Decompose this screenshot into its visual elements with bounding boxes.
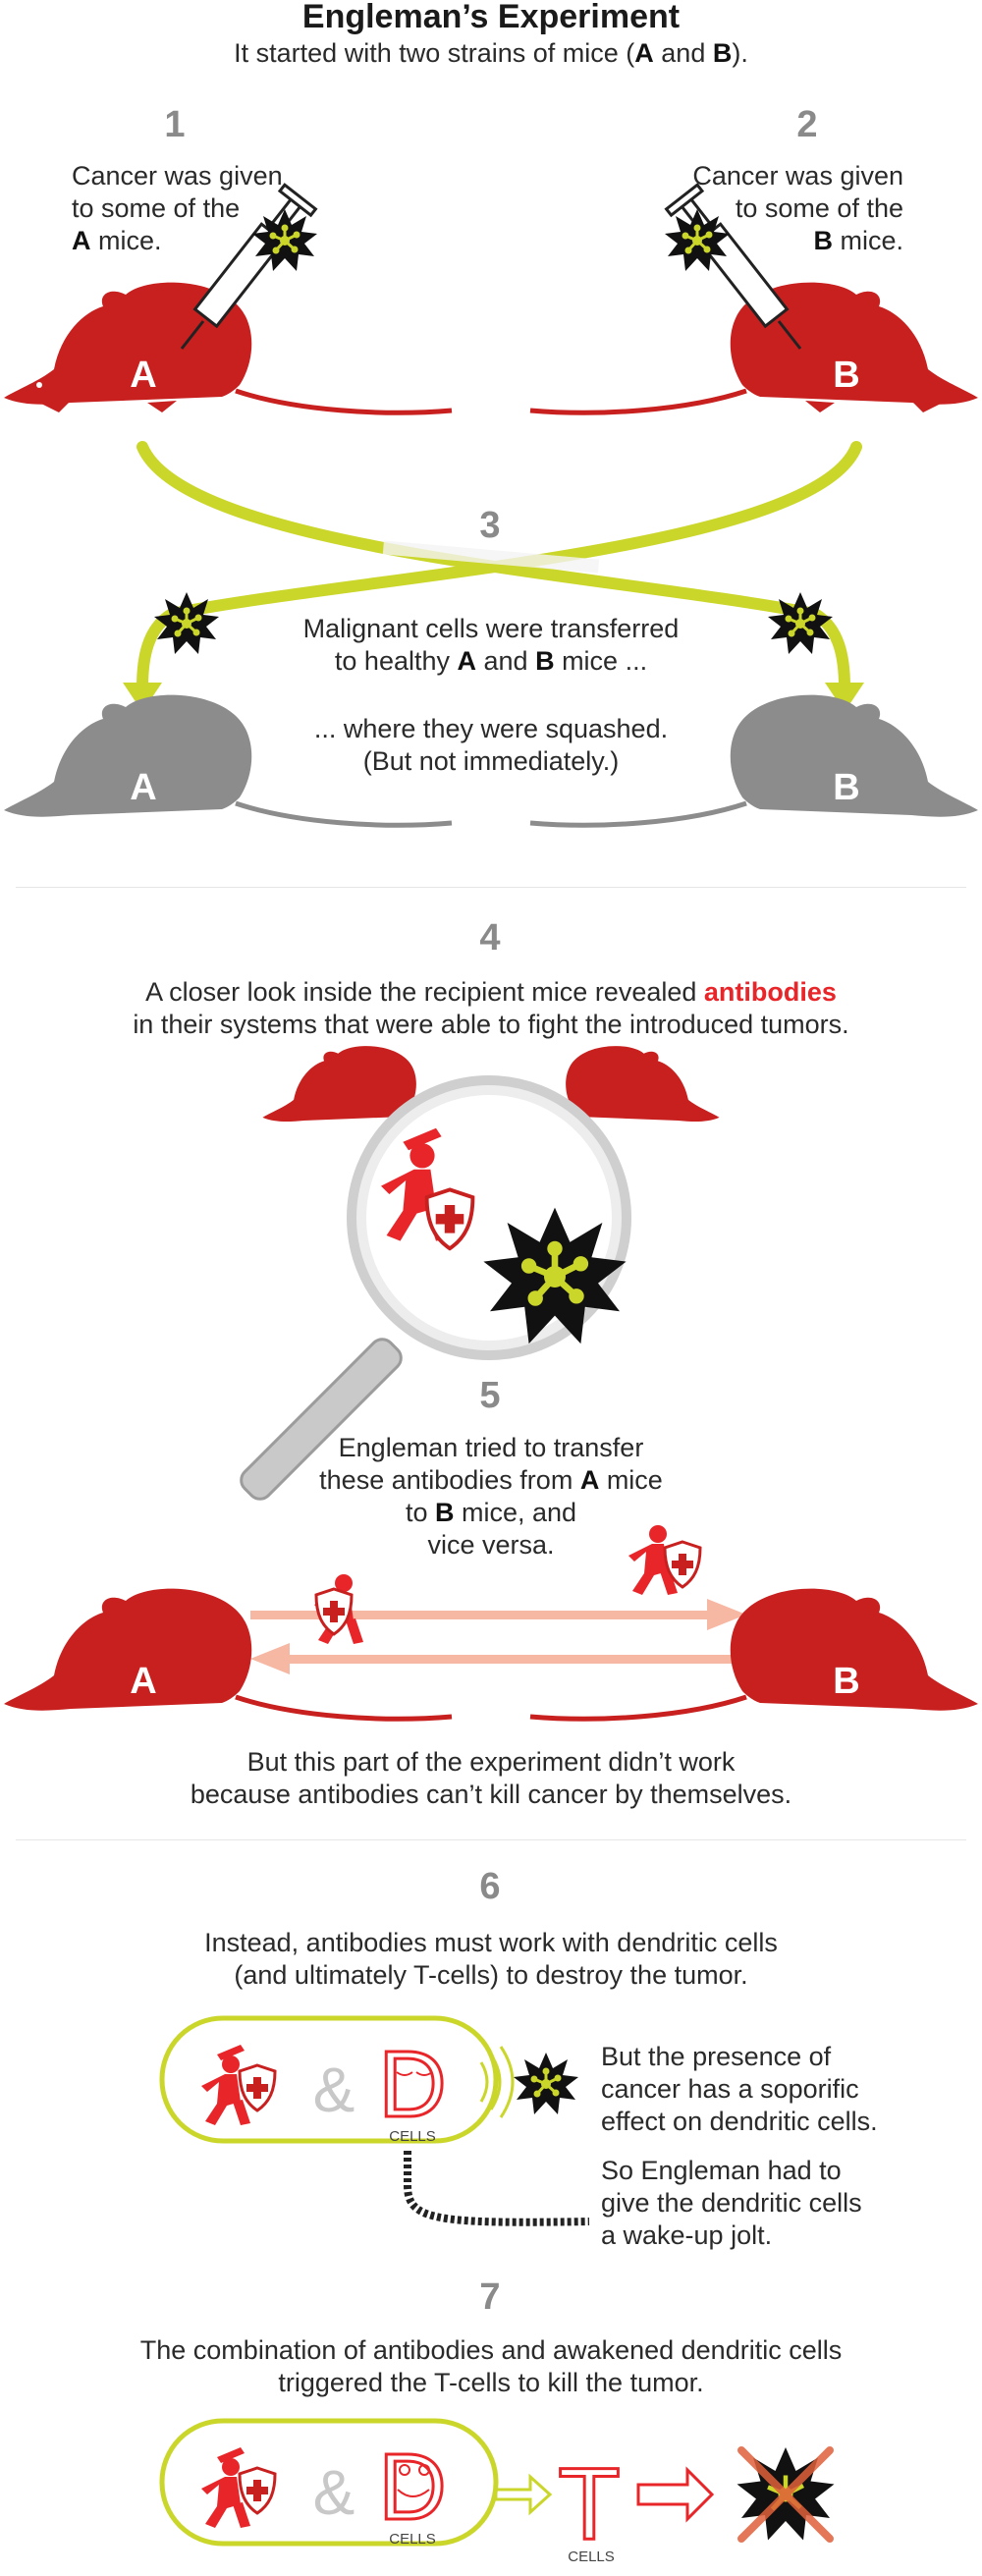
mouse-a-small (262, 1046, 416, 1123)
arrow-right-icon (494, 2473, 553, 2516)
antibody-warrior-icon (201, 2447, 250, 2528)
mouse-b-label: B (833, 355, 859, 396)
step-2-number: 2 (796, 104, 818, 145)
shield-icon (424, 1187, 475, 1251)
step-5-number: 5 (479, 1375, 501, 1416)
cells-label: CELLS (568, 2549, 615, 2565)
step-5-conclusion: But this part of the experiment didn’t w… (190, 1747, 792, 1809)
mouse-a-step5 (4, 1588, 453, 1722)
arrow-right-icon (636, 2466, 715, 2523)
ampersand: & (313, 2457, 355, 2528)
cells-label: CELLS (389, 2128, 436, 2145)
awake-face-icon (397, 2464, 430, 2497)
step-7-text: The combination of antibodies and awaken… (139, 2335, 843, 2397)
mouse-b-top (529, 282, 978, 415)
mouse-b-small (566, 1046, 720, 1123)
step-3-text-2: ... where they were squashed.(But not im… (313, 714, 669, 776)
antibody-warrior-icon (201, 2045, 250, 2125)
destroyed-x-icon (737, 2446, 834, 2543)
mouse-a-top (4, 282, 453, 415)
mouse-b-label: B (833, 767, 859, 808)
antibody-warrior-icon (628, 1525, 678, 1595)
step-6-text: Instead, antibodies must work with dendr… (204, 1928, 778, 1990)
mouse-b-grey (529, 694, 978, 828)
mouse-b-label: B (643, 1120, 662, 1149)
dendritic-cell-letter: D (378, 2435, 446, 2540)
transfer-arrows (136, 441, 862, 693)
combo-capsule (159, 2418, 499, 2547)
combo-capsule (159, 2015, 499, 2144)
step-7-number: 7 (479, 2276, 501, 2318)
mouse-b-step5 (529, 1588, 978, 1722)
step-4-text: A closer look inside the recipient mice … (133, 977, 849, 1039)
subtitle: It started with two strains of mice (A a… (234, 38, 748, 68)
shield-icon (238, 2063, 277, 2112)
step-3-number: 3 (479, 505, 501, 546)
divider (16, 887, 966, 888)
step-1-number: 1 (164, 104, 186, 145)
mouse-a-grey (4, 694, 453, 828)
mouse-a-label: A (130, 767, 156, 808)
page-title: Engleman’s Experiment (301, 0, 681, 35)
antibody-warrior-icon (381, 1127, 450, 1241)
ampersand: & (313, 2055, 355, 2125)
soporific-waves-icon (479, 2046, 515, 2118)
mouse-a-label: A (130, 1661, 156, 1702)
dendritic-cell-letter: D (378, 2032, 446, 2137)
jolt-path (404, 2151, 590, 2226)
step-6-number: 6 (479, 1866, 501, 1907)
step-4-number: 4 (479, 917, 501, 959)
t-cell-letter: T (558, 2447, 621, 2561)
tumor-icon (483, 1207, 627, 1344)
shield-icon (238, 2466, 277, 2515)
mouse-b-label: B (833, 1661, 859, 1702)
mouse-a-label: A (337, 1120, 355, 1149)
divider (16, 1839, 966, 1840)
sleepy-eyes-icon (396, 2071, 433, 2076)
mouse-a-label: A (130, 355, 156, 396)
shield-icon (663, 1540, 702, 1589)
cells-label: CELLS (389, 2531, 436, 2548)
shield-icon (314, 1587, 354, 1636)
antibody-transfer-arrows (250, 1599, 746, 1674)
cancer-cell-icon (512, 2051, 580, 2116)
